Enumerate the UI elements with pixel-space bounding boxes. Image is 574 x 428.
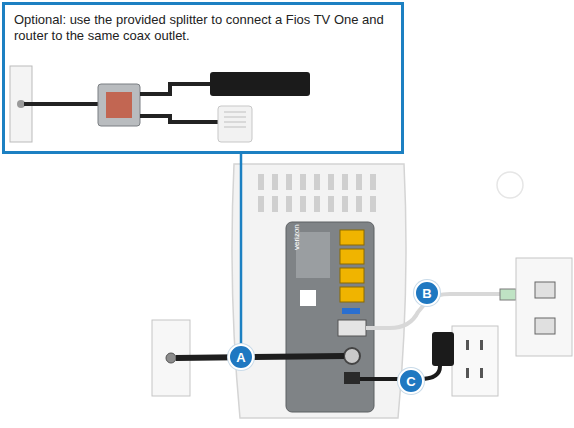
- brand-name: verizon: [292, 224, 301, 250]
- leader-connector: [240, 154, 243, 344]
- power-outlet: [452, 326, 498, 396]
- callout-letter: B: [422, 287, 431, 300]
- note-text: Optional: use the provided splitter to c…: [14, 12, 392, 44]
- coax-cable: [176, 356, 344, 358]
- callout-circle: A: [228, 344, 254, 370]
- callout-circle: B: [414, 280, 440, 306]
- inset-panel: Optional: use the provided splitter to c…: [2, 2, 404, 154]
- router-back-panel: [286, 222, 374, 412]
- inset-router: [218, 106, 252, 142]
- ethernet-wall-plate: [516, 258, 572, 356]
- callout-circle: C: [398, 368, 424, 394]
- fios-tv-one-box: [210, 72, 310, 96]
- callout-letter: A: [236, 351, 245, 364]
- splitter: [98, 84, 140, 126]
- power-adapter: [432, 332, 454, 366]
- callout-letter: C: [406, 375, 415, 388]
